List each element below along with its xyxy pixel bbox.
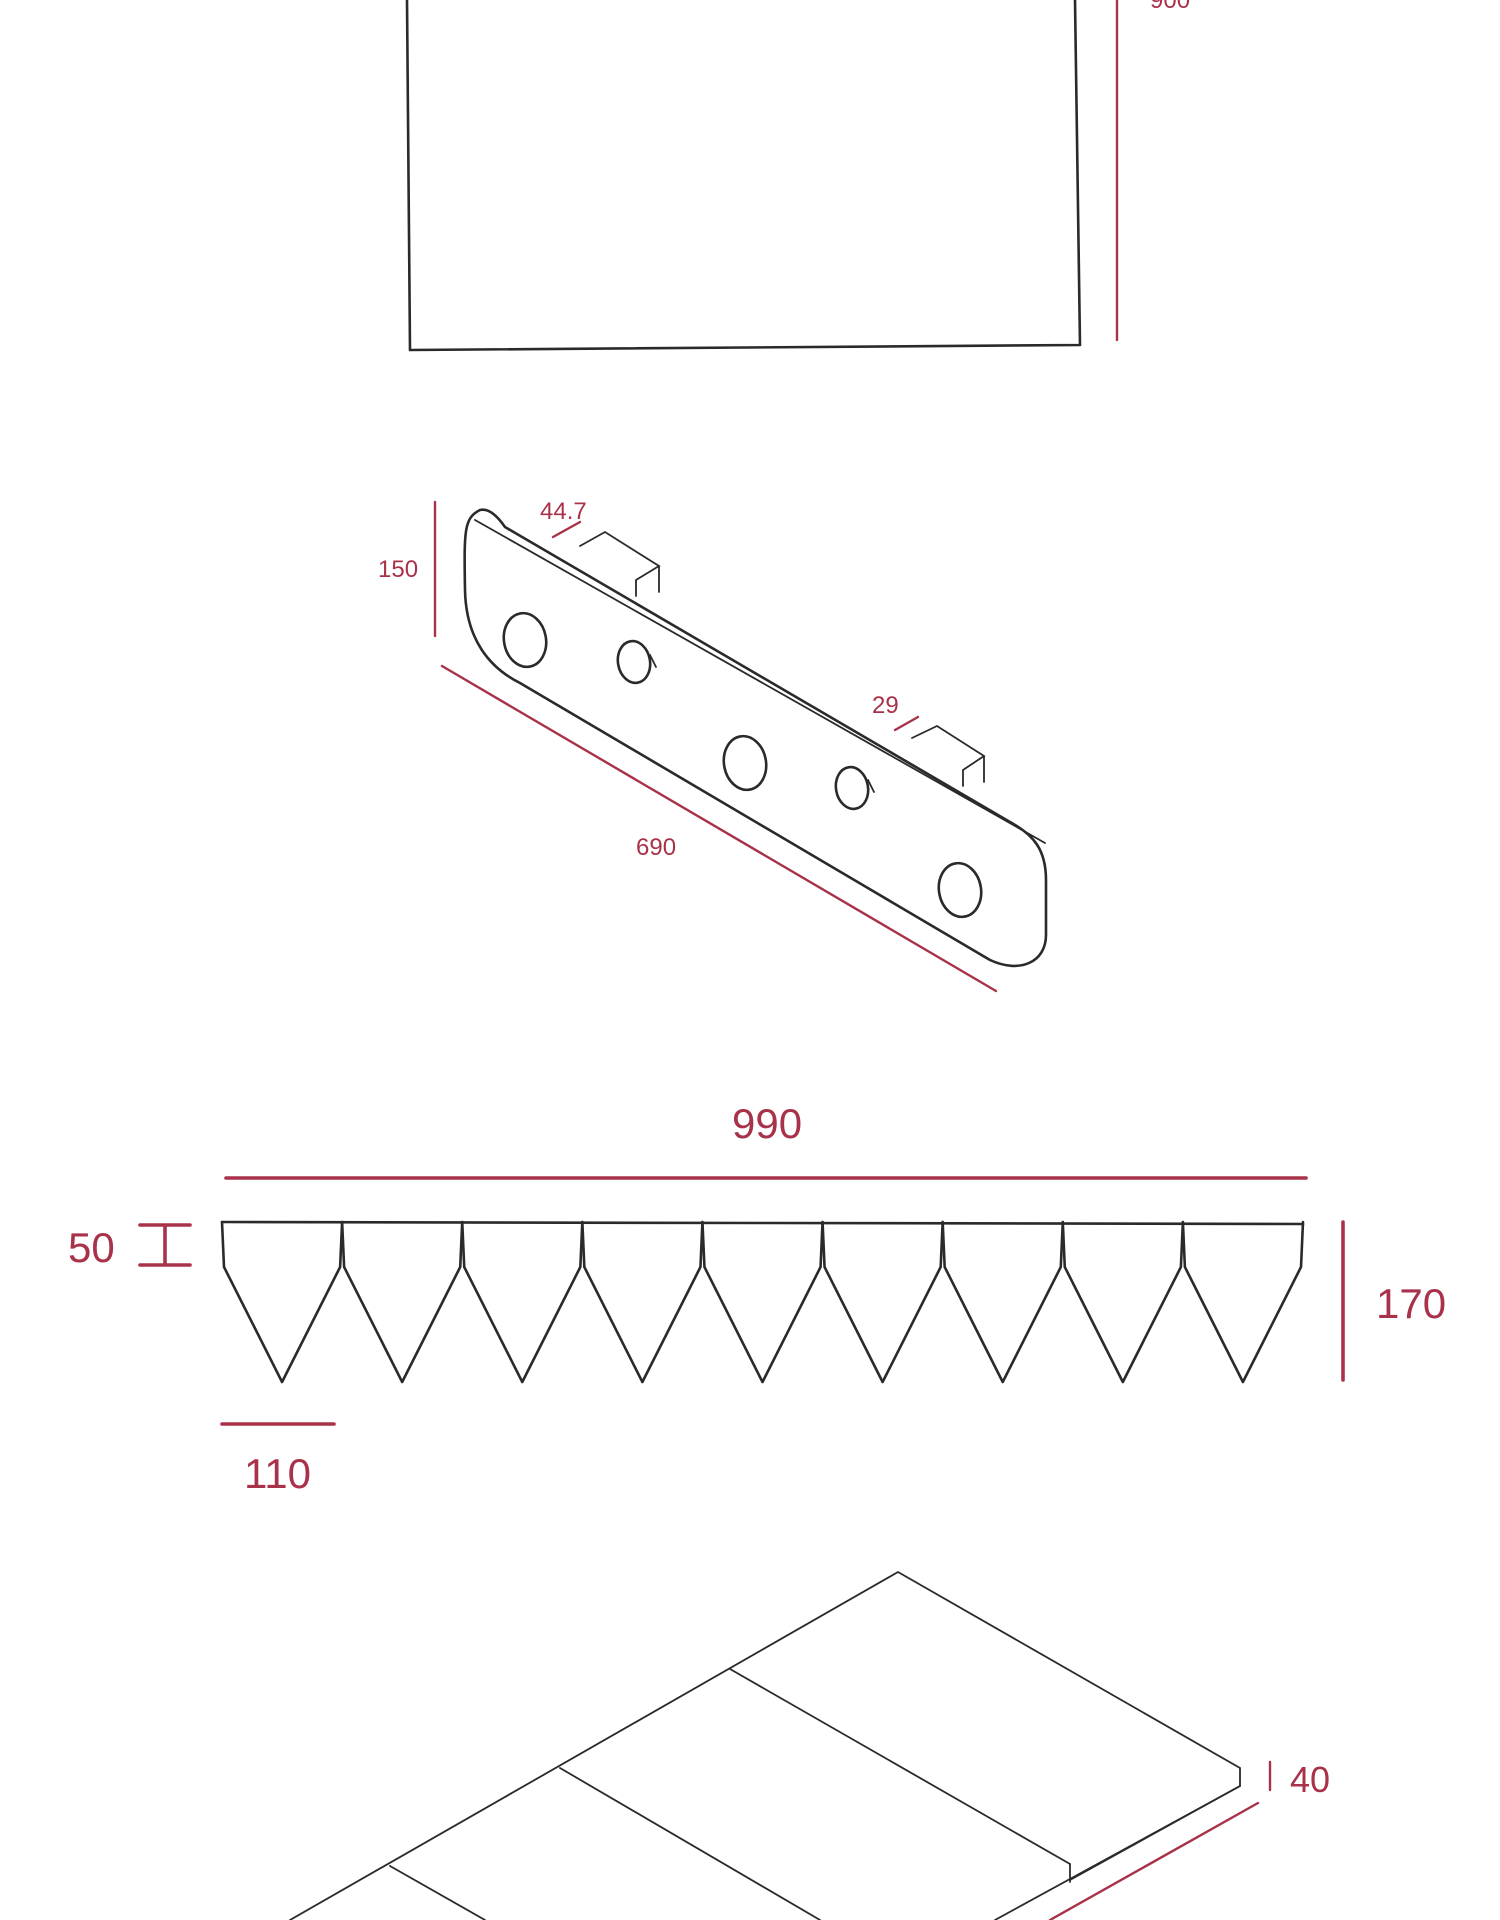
slab-seam-3 (389, 1865, 486, 1920)
bracket-dimension-line (893, 715, 920, 732)
hole-small-2 (834, 765, 870, 811)
hole-small-1 (616, 639, 652, 685)
panel-view: 900 (405, 0, 1190, 352)
screw-tick-1 (649, 654, 657, 668)
panel-height-label: 900 (1150, 0, 1190, 14)
bar-view: 150 44.7 29 690 (378, 498, 1048, 993)
spike-strip (220, 1220, 1305, 1384)
spike-unit (581, 1220, 704, 1384)
bar-length-label: 690 (636, 834, 676, 861)
slab-right-edge (994, 1785, 1241, 1920)
spike-view: 990 50 170 110 (68, 1100, 1446, 1497)
top-band-dimension-marker (138, 1223, 192, 1267)
bar-thickness-label: 44.7 (540, 498, 587, 525)
screw-tick-2 (867, 779, 875, 793)
spike-unit (1181, 1220, 1305, 1384)
top-band-label: 50 (68, 1224, 115, 1271)
slab-length-dimension-line (1048, 1801, 1260, 1920)
bracket-left (579, 530, 661, 597)
spike-unit-width-label: 110 (244, 1450, 311, 1497)
hole-large-3 (937, 861, 983, 919)
slab-view: 40 (289, 1570, 1330, 1920)
slab-thickness-label: 40 (1290, 1759, 1330, 1800)
bar-thickness-dimension-line (551, 520, 582, 539)
slab-seam-1 (729, 1668, 1071, 1865)
slab-seam-2 (559, 1767, 821, 1920)
bar-plate-outline (463, 508, 1048, 968)
spike-total-height-label: 170 (1376, 1280, 1446, 1327)
spike-unit (701, 1220, 824, 1384)
spike-unit (941, 1220, 1065, 1384)
spike-unit (1061, 1220, 1185, 1384)
hole-large-1 (502, 611, 548, 669)
spike-strip-top-edge (220, 1220, 1305, 1226)
spike-unit (460, 1220, 584, 1384)
bar-length-dimension-line (440, 664, 998, 993)
spike-unit (220, 1220, 344, 1384)
bracket-right (911, 724, 986, 787)
spike-unit (821, 1220, 944, 1384)
bar-height-label: 150 (378, 556, 418, 583)
bar-back-edge (474, 519, 1046, 844)
bracket-label: 29 (872, 692, 899, 719)
slab-top-outline (289, 1570, 1241, 1920)
hole-large-2 (722, 734, 768, 792)
spike-unit (340, 1220, 464, 1384)
spike-total-width-label: 990 (732, 1100, 802, 1147)
panel-outline (405, 0, 1082, 352)
